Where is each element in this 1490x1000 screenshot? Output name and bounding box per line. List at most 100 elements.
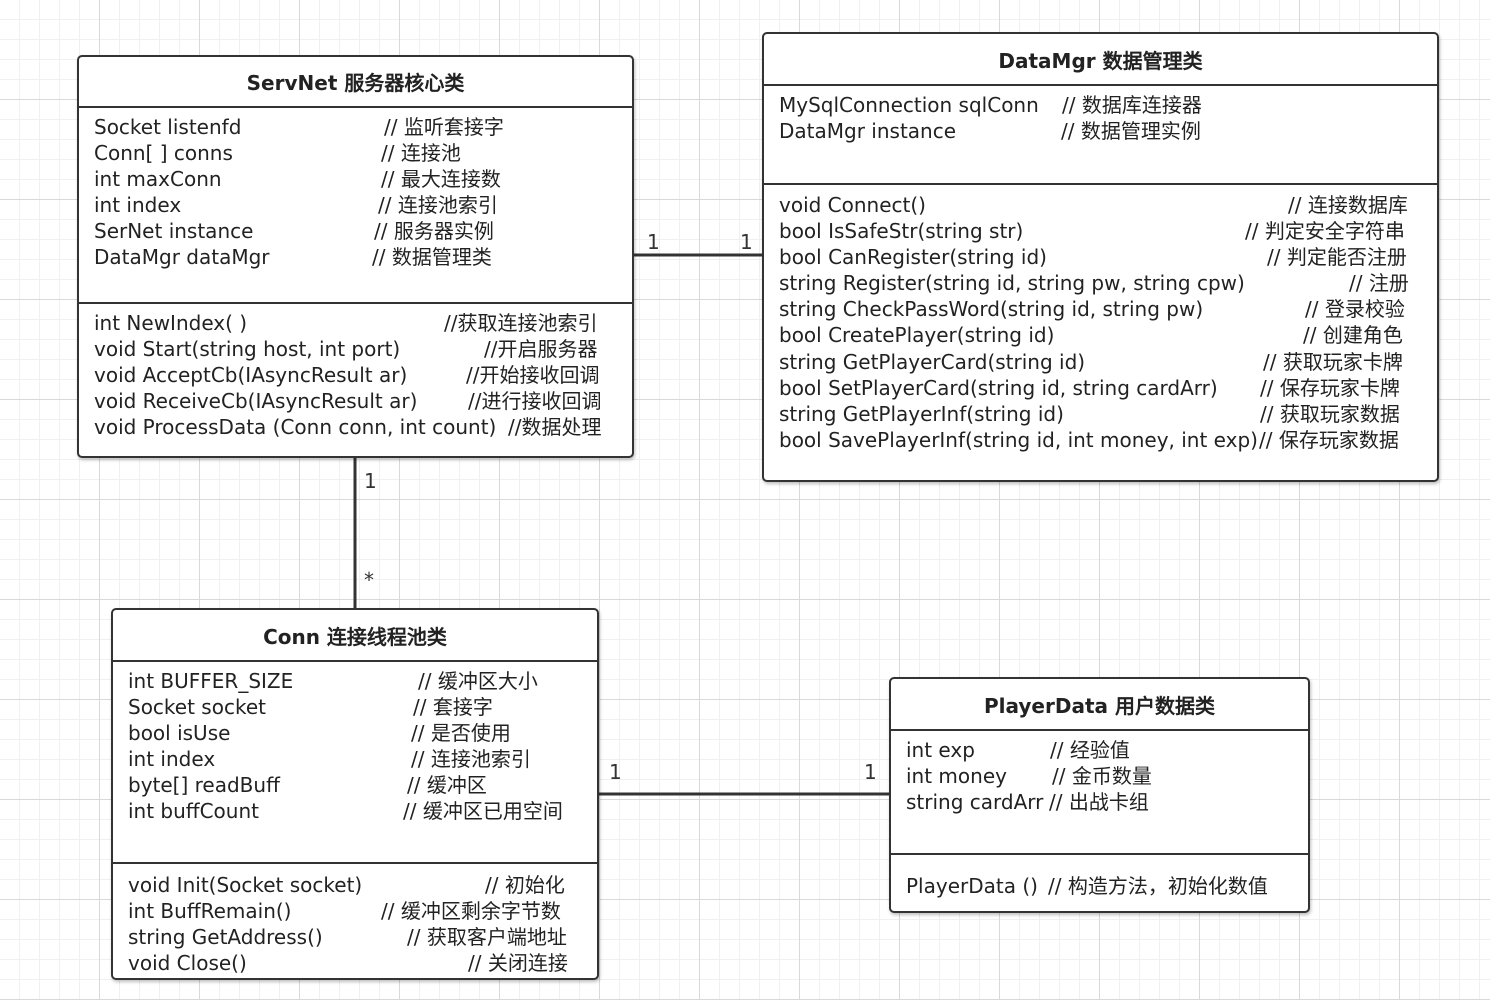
method-code: string Register(string id, string pw, st… (779, 271, 1245, 296)
attribute-comment: // 服务器实例 (374, 219, 494, 244)
attribute-code: int exp (906, 738, 975, 762)
method-comment: // 登录校验 (1305, 297, 1405, 322)
attribute-row: SerNet instance // 服务器实例 (94, 218, 617, 244)
attribute-comment: // 数据库连接器 (1062, 93, 1202, 117)
method-code: void Close() (128, 951, 247, 976)
method-row: void Connect() // 连接数据库 (779, 192, 1422, 218)
attribute-row: int maxConn// 最大连接数 (94, 166, 617, 192)
mult-servnet-conn-source: 1 (364, 469, 377, 493)
attribute-comment: // 数据管理类 (372, 245, 492, 270)
attribute-code: string cardArr (906, 790, 1044, 815)
attribute-row: Socket socket // 套接字 (128, 694, 582, 720)
methods-section: PlayerData ()// 构造方法，初始化数值 (891, 853, 1308, 911)
class-conn[interactable]: Conn 连接线程池类 int BUFFER_SIZE // 缓冲区大小 Sock… (111, 608, 599, 980)
method-comment: // 保存玩家卡牌 (1260, 375, 1400, 400)
method-comment: // 获取玩家卡牌 (1263, 349, 1403, 374)
class-datamgr[interactable]: DataMgr 数据管理类 MySqlConnection sqlConn// … (762, 32, 1439, 482)
attribute-comment: // 是否使用 (411, 721, 511, 746)
attribute-code: int money (906, 764, 1007, 789)
method-comment: //开始接收回调 (466, 363, 600, 388)
attribute-row: DataMgr instance// 数据管理实例 (779, 118, 1422, 144)
attributes-section: int exp // 经验值 int money // 金币数量 string ca… (891, 731, 1308, 853)
attribute-comment: // 出战卡组 (1049, 790, 1149, 815)
method-comment: // 创建角色 (1303, 323, 1403, 348)
method-row: void Start(string host, int port)//开启服务器 (94, 336, 617, 362)
attribute-code: Socket socket (128, 695, 266, 720)
method-row: string CheckPassWord(string id, string p… (779, 296, 1422, 322)
method-code: bool CanRegister(string id) (779, 245, 1047, 270)
method-row: bool CanRegister(string id)// 判定能否注册 (779, 244, 1422, 270)
attribute-row: int index // 连接池索引 (94, 192, 617, 218)
attribute-code: Conn[ ] conns (94, 141, 233, 166)
method-code: string CheckPassWord(string id, string p… (779, 297, 1204, 322)
mult-servnet-datamgr-source: 1 (647, 230, 660, 254)
method-code: int NewIndex( ) (94, 311, 248, 335)
method-row: bool IsSafeStr(string str)// 判定安全字符串 (779, 218, 1422, 244)
method-comment: // 关闭连接 (468, 951, 568, 976)
attribute-row: int exp // 经验值 (906, 737, 1293, 763)
attribute-comment: // 缓冲区已用空间 (403, 799, 563, 824)
method-code: bool SetPlayerCard(string id, string car… (779, 375, 1218, 400)
attribute-code: MySqlConnection sqlConn (779, 93, 1039, 117)
method-comment: //数据处理 (508, 415, 602, 440)
attribute-code: bool isUse (128, 721, 231, 746)
attribute-code: int BUFFER_SIZE (128, 669, 294, 693)
method-code: void ReceiveCb(IAsyncResult ar) (94, 389, 418, 414)
method-row: void ProcessData (Conn conn, int count) /… (94, 414, 617, 440)
attribute-comment: // 连接池索引 (411, 747, 531, 772)
attribute-comment: // 监听套接字 (384, 115, 504, 139)
attribute-comment: // 经验值 (1050, 738, 1130, 762)
mult-conn-playerdata-target: 1 (864, 760, 877, 784)
attribute-row: byte[] readBuff// 缓冲区 (128, 772, 582, 798)
method-code: string GetAddress() (128, 925, 323, 950)
method-comment: // 保存玩家数据 (1259, 427, 1399, 452)
method-comment: // 注册 (1349, 271, 1409, 296)
method-comment: // 缓冲区剩余字节数 (381, 899, 561, 924)
attributes-section: Socket listenfd // 监听套接字 Conn[ ] conns // … (79, 108, 632, 302)
method-comment: //进行接收回调 (468, 389, 602, 414)
method-comment: // 构造方法，初始化数值 (1048, 874, 1268, 898)
method-code: bool CreatePlayer(string id) (779, 323, 1055, 348)
method-row: PlayerData ()// 构造方法，初始化数值 (906, 873, 1293, 899)
method-row: int NewIndex( ) //获取连接池索引 (94, 310, 617, 336)
attribute-row: DataMgr dataMgr// 数据管理类 (94, 244, 617, 270)
method-code: void Init(Socket socket) (128, 873, 363, 897)
method-row: string GetPlayerCard(string id) // 获取玩家卡牌 (779, 349, 1422, 375)
method-comment: //获取连接池索引 (444, 311, 598, 335)
method-row: string GetPlayerInf(string id)// 获取玩家数据 (779, 401, 1422, 427)
attribute-row: Socket listenfd // 监听套接字 (94, 114, 617, 140)
attribute-row: string cardArr// 出战卡组 (906, 789, 1293, 815)
method-row: string Register(string id, string pw, st… (779, 270, 1422, 296)
method-code: void Connect() (779, 193, 926, 217)
method-code: void Start(string host, int port) (94, 337, 401, 362)
attribute-code: SerNet instance (94, 219, 254, 244)
attribute-comment: // 最大连接数 (381, 167, 501, 192)
class-title: ServNet 服务器核心类 (79, 57, 632, 108)
attribute-row: int index// 连接池索引 (128, 746, 582, 772)
method-code: string GetPlayerCard(string id) (779, 349, 1086, 374)
class-servnet[interactable]: ServNet 服务器核心类 Socket listenfd // 监听套接字 C… (77, 55, 634, 458)
attribute-code: DataMgr instance (779, 119, 957, 144)
attribute-code: int index (94, 193, 182, 218)
methods-section: void Connect() // 连接数据库 bool IsSafeStr(st… (764, 183, 1437, 480)
class-title: Conn 连接线程池类 (113, 610, 597, 662)
methods-section: int NewIndex( ) //获取连接池索引 void Start(stri… (79, 302, 632, 456)
attribute-comment: // 连接池索引 (378, 193, 498, 218)
attribute-code: byte[] readBuff (128, 773, 280, 798)
method-code: void AcceptCb(IAsyncResult ar) (94, 363, 408, 388)
method-row: void AcceptCb(IAsyncResult ar) //开始接收回调 (94, 362, 617, 388)
attribute-row: int money // 金币数量 (906, 763, 1293, 789)
attribute-code: Socket listenfd (94, 115, 242, 139)
attribute-comment: // 套接字 (413, 695, 493, 720)
class-playerdata[interactable]: PlayerData 用户数据类 int exp// 经验值 int money… (889, 677, 1310, 913)
method-code: void ProcessData (Conn conn, int count) (94, 415, 497, 440)
method-comment: // 连接数据库 (1288, 193, 1408, 217)
method-comment: // 初始化 (485, 873, 565, 897)
attribute-row: bool isUse // 是否使用 (128, 720, 582, 746)
attribute-row: MySqlConnection sqlConn // 数据库连接器 (779, 92, 1422, 118)
method-row: bool CreatePlayer(string id) // 创建角色 (779, 322, 1422, 348)
attributes-section: MySqlConnection sqlConn // 数据库连接器 DataMgr… (764, 86, 1437, 183)
attribute-comment: // 缓冲区大小 (418, 669, 538, 693)
method-row: void Init(Socket socket) // 初始化 (128, 872, 582, 898)
attribute-comment: // 金币数量 (1052, 764, 1152, 789)
